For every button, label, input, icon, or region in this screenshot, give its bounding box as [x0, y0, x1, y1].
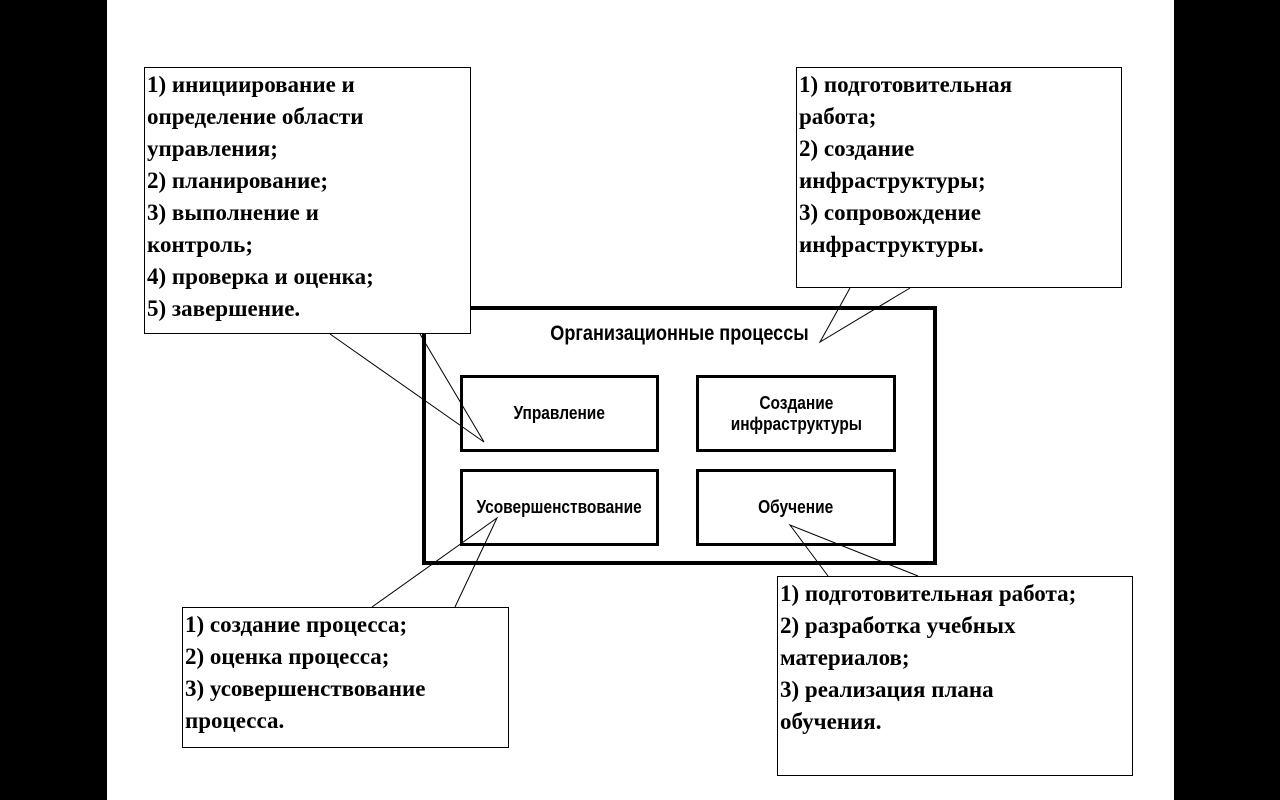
callout-management-line: контроль; [147, 232, 253, 257]
process-improvement-box: Усовершенствование [460, 469, 659, 546]
callout-management-line: управления; [147, 136, 278, 161]
callout-infrastructure-line: 3) сопровождение [799, 200, 982, 225]
callout-training-line: обучения. [780, 709, 882, 734]
callout-training-pointer [788, 523, 919, 577]
process-training-label: Обучение [758, 497, 834, 517]
callout-infrastructure-line: инфраструктуры. [799, 232, 984, 257]
callout-training: 1) подготовительная работа; 2) разработк… [777, 576, 1133, 776]
callout-improvement-line: 1) создание процесса; [185, 612, 408, 637]
callout-management-line: 5) завершение. [147, 296, 301, 321]
callout-management-line: 3) выполнение и [147, 200, 319, 225]
callout-training-line: 1) подготовительная работа; [780, 581, 1077, 606]
callout-training-line: 3) реализация плана [780, 677, 994, 702]
callout-infrastructure-pointer [818, 287, 911, 344]
callout-management: 1) инициирование и определение области у… [144, 67, 471, 334]
callout-infrastructure-line: инфраструктуры; [799, 168, 986, 193]
callout-training-line: 2) разработка учебных [780, 613, 1016, 638]
callout-improvement-line: процесса. [185, 708, 285, 733]
callout-training-line: материалов; [780, 645, 910, 670]
callout-management-line: 1) инициирование и [147, 72, 355, 97]
callout-improvement: 1) создание процесса; 2) оценка процесса… [182, 607, 509, 748]
organizational-processes-frame: Организационные процессы [422, 306, 937, 565]
process-management-label: Управление [513, 403, 606, 423]
process-infrastructure-label-line: Создание [758, 392, 834, 413]
diagram-title: Организационные процессы [550, 322, 809, 345]
callout-infrastructure: 1) подготовительная работа; 2) создание … [796, 67, 1122, 288]
callout-management-pointer [329, 333, 485, 443]
process-infrastructure-label: Создание инфраструктуры [730, 393, 861, 435]
callout-improvement-line: 2) оценка процесса; [185, 644, 390, 669]
process-infrastructure-label-line: инфраструктуры [730, 413, 862, 434]
callout-improvement-line: 3) усовершенствование [185, 676, 426, 701]
callout-infrastructure-line: 1) подготовительная [799, 72, 1013, 97]
process-improvement-label: Усовершенствование [476, 497, 643, 517]
process-management-box: Управление [460, 375, 659, 452]
callout-management-line: 2) планирование; [147, 168, 329, 193]
callout-infrastructure-line: 2) создание [799, 136, 915, 161]
callout-improvement-pointer [371, 516, 499, 608]
callout-infrastructure-line: работа; [799, 104, 877, 129]
callout-management-line: 4) проверка и оценка; [147, 264, 374, 289]
callout-management-line: определение области [147, 104, 364, 129]
process-infrastructure-box: Создание инфраструктуры [696, 375, 896, 452]
